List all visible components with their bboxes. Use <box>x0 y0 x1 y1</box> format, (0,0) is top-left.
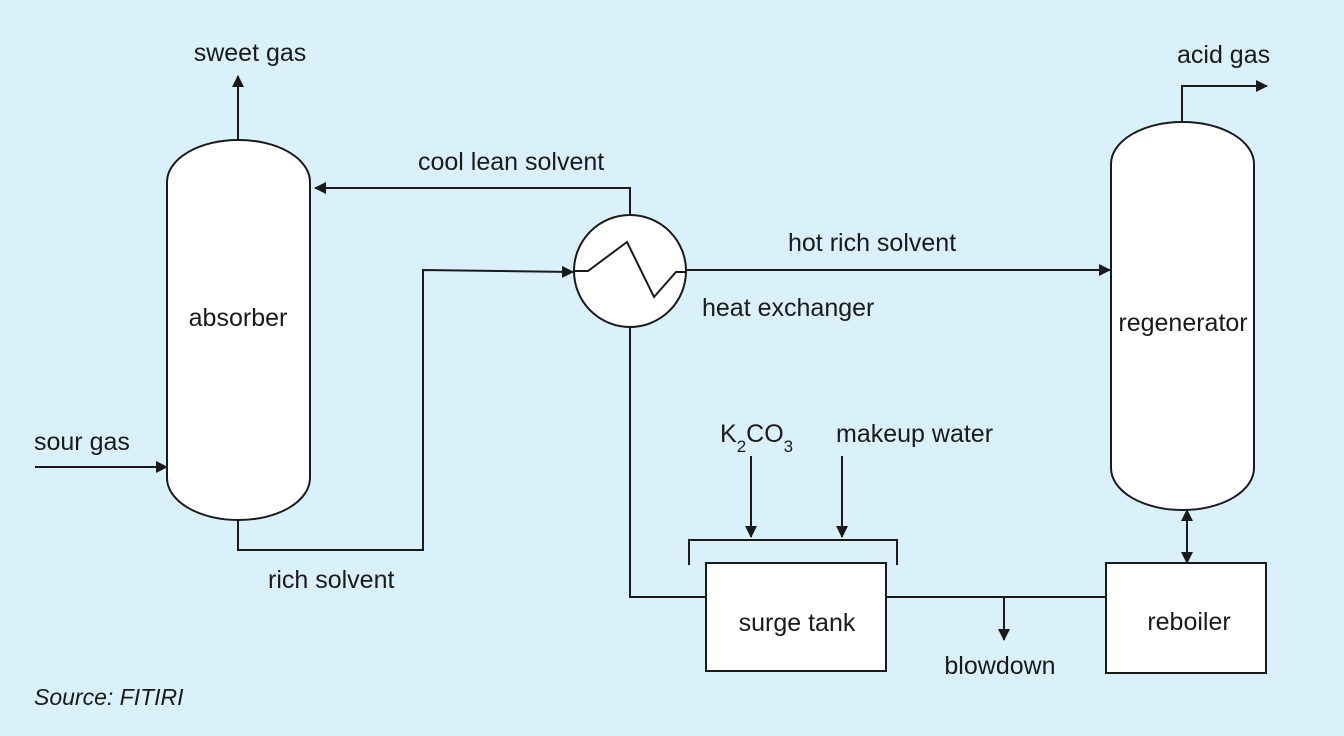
acid-gas-label: acid gas <box>1177 41 1270 69</box>
heat-exchanger-symbol <box>573 214 687 328</box>
hot-rich-solvent-label: hot rich solvent <box>788 229 956 257</box>
makeup-water-label: makeup water <box>836 420 993 448</box>
surge-tank-label: surge tank <box>739 609 856 637</box>
cool-lean-solvent-line <box>314 182 631 215</box>
blowdown-label: blowdown <box>944 652 1055 680</box>
sweet-gas-label: sweet gas <box>194 39 307 67</box>
lean-solvent-return-line <box>629 327 706 598</box>
k2co3-label: K2CO3 <box>720 420 793 456</box>
absorber-label: absorber <box>189 304 288 332</box>
regenerator-label: regenerator <box>1118 309 1247 337</box>
sour-gas-label: sour gas <box>34 428 130 456</box>
rich-solvent-line <box>237 265 574 551</box>
absorber-vessel <box>166 139 311 521</box>
acid-gas-line <box>1181 80 1268 122</box>
cool-lean-solvent-label: cool lean solvent <box>418 148 604 176</box>
k2co3-main-2: CO <box>746 420 784 448</box>
surge-tank-bracket <box>688 539 898 565</box>
regenerator-vessel <box>1110 121 1255 511</box>
reboiler-box <box>1105 562 1267 674</box>
heat-exchanger-coil <box>573 240 687 299</box>
source-caption: Source: FITIRI <box>34 684 184 710</box>
heat-exchanger-label: heat exchanger <box>702 294 874 322</box>
k2co3-sub-1: 2 <box>737 437 746 456</box>
k2co3-sub-2: 3 <box>784 437 793 456</box>
rich-solvent-label: rich solvent <box>268 566 394 594</box>
reboiler-label: reboiler <box>1147 608 1230 636</box>
k2co3-main-1: K <box>720 420 737 448</box>
surge-tank-box <box>705 562 887 672</box>
